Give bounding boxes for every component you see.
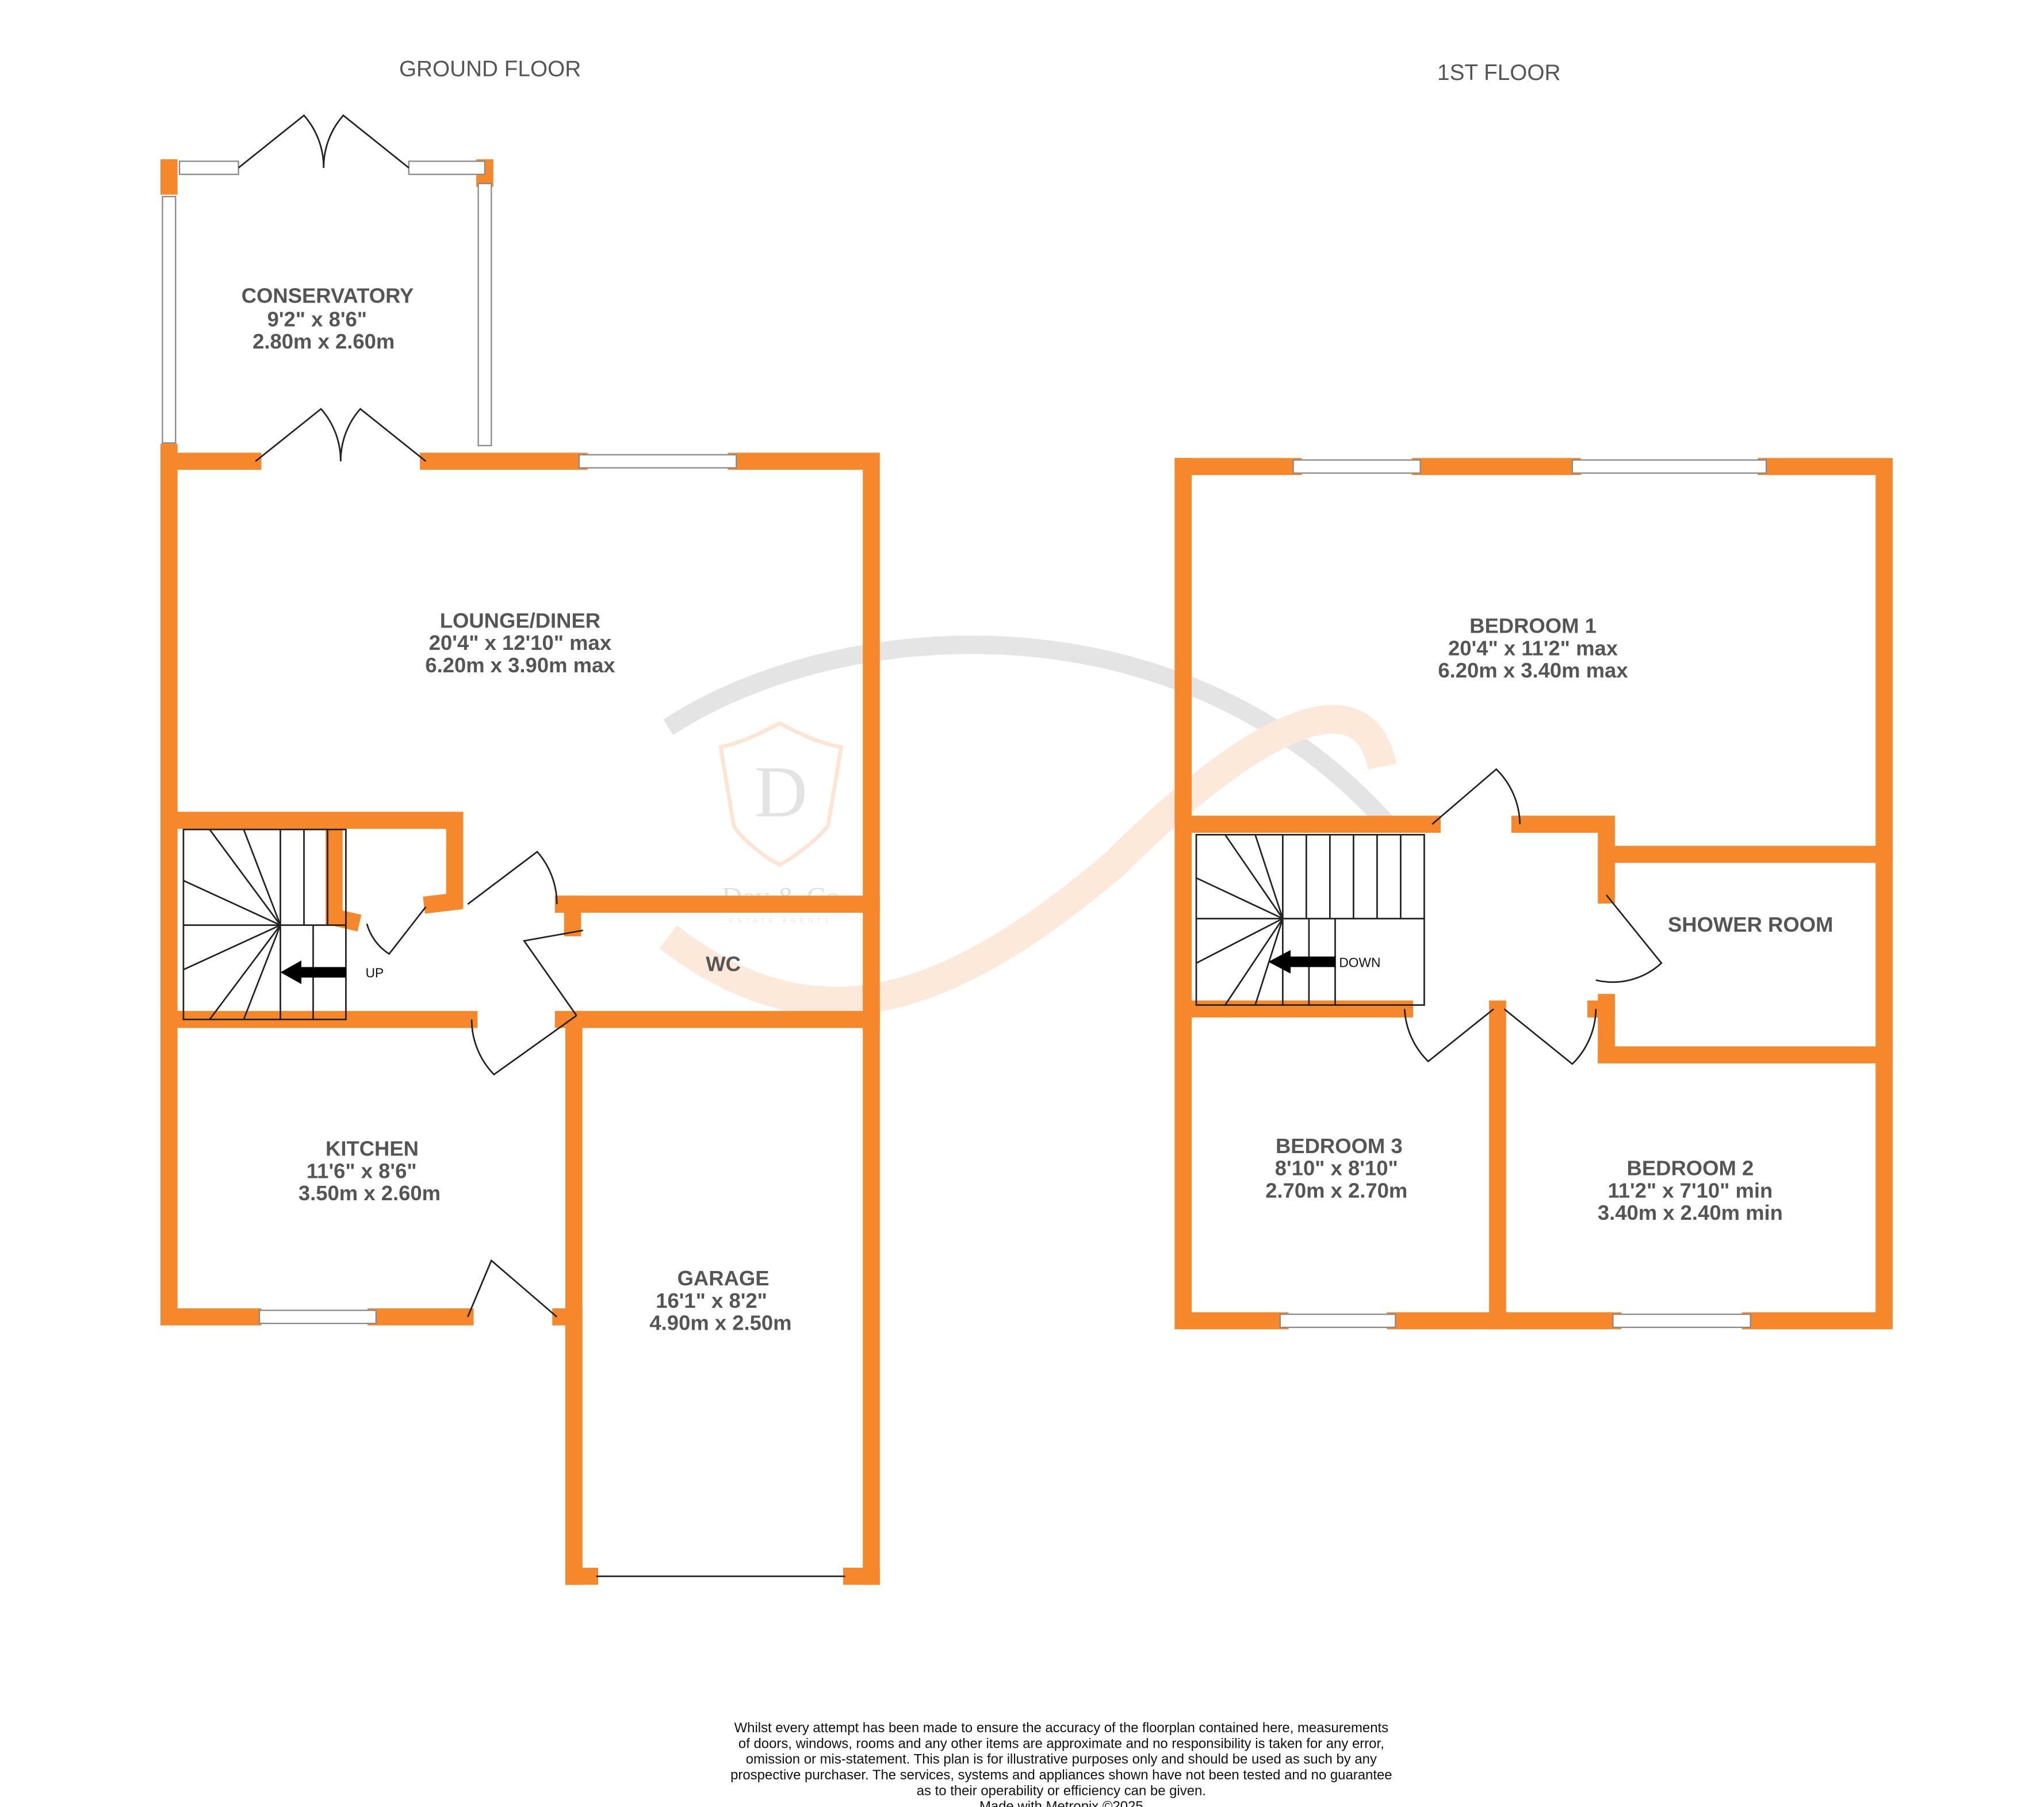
watermark-tagline: ESTATE AGENTS <box>729 917 833 924</box>
arrow-left-icon <box>280 960 346 985</box>
svg-text:11'6" x 8'6": 11'6" x 8'6" <box>307 1159 417 1182</box>
svg-text:3.50m x 2.60m: 3.50m x 2.60m <box>298 1181 441 1205</box>
svg-text:2.80m x 2.60m: 2.80m x 2.60m <box>252 330 395 353</box>
room-bedroom-3: BEDROOM 3 8'10" x 8'10" 2.70m x 2.70m <box>1265 1134 1407 1202</box>
watermark: D Day & Co ESTATE AGENTS <box>659 635 1397 1016</box>
svg-text:as to their operability or eff: as to their operability or efficiency ca… <box>917 1783 1206 1798</box>
room-bedroom-2: BEDROOM 2 11'2" x 7'10" min 3.40m x 2.40… <box>1598 1157 1783 1224</box>
room-conservatory: CONSERVATORY 9'2" x 8'6" 2.80m x 2.60m <box>242 284 414 353</box>
svg-text:Made with Metropix ©2025: Made with Metropix ©2025 <box>979 1799 1143 1807</box>
svg-text:LOUNGE/DINER: LOUNGE/DINER <box>440 608 600 632</box>
room-shower-room: SHOWER ROOM <box>1668 913 1833 936</box>
svg-text:9'2" x 8'6": 9'2" x 8'6" <box>267 307 367 331</box>
svg-text:CONSERVATORY: CONSERVATORY <box>242 284 414 307</box>
room-garage: GARAGE 16'1" x 8'2" 4.90m x 2.50m <box>649 1266 791 1334</box>
disclaimer: Whilst every attempt has been made to en… <box>730 1720 1392 1807</box>
svg-text:BEDROOM 3: BEDROOM 3 <box>1276 1134 1403 1158</box>
room-bedroom-1: BEDROOM 1 20'4" x 11'2" max 6.20m x 3.40… <box>1438 614 1628 682</box>
svg-text:KITCHEN: KITCHEN <box>326 1137 419 1161</box>
shield-icon <box>718 721 844 867</box>
svg-text:omission or mis-statement. Thi: omission or mis-statement. This plan is … <box>746 1752 1377 1767</box>
ground-floor-windows <box>162 160 845 1578</box>
svg-text:SHOWER ROOM: SHOWER ROOM <box>1668 913 1833 936</box>
first-floor-windows <box>1279 459 1767 1329</box>
svg-text:11'2" x 7'10" min: 11'2" x 7'10" min <box>1607 1178 1773 1202</box>
svg-text:BEDROOM 1: BEDROOM 1 <box>1469 614 1597 638</box>
room-lounge-diner: LOUNGE/DINER 20'4" x 12'10" max 6.20m x … <box>425 608 615 676</box>
svg-text:of doors, windows, rooms and a: of doors, windows, rooms and any other i… <box>738 1736 1384 1751</box>
svg-text:8'10" x 8'10": 8'10" x 8'10" <box>1275 1157 1398 1180</box>
svg-text:WC: WC <box>706 952 741 975</box>
svg-text:3.40m x 2.40m min: 3.40m x 2.40m min <box>1598 1201 1783 1224</box>
ground-floor-doors <box>238 114 584 1318</box>
ground-stairs <box>182 828 347 1020</box>
first-floor-doors <box>1403 768 1663 1065</box>
svg-text:4.90m x 2.50m: 4.90m x 2.50m <box>649 1311 791 1335</box>
svg-text:20'4" x 11'2" max: 20'4" x 11'2" max <box>1448 636 1618 660</box>
room-wc: WC <box>706 952 741 975</box>
ground-floor-title: GROUND FLOOR <box>399 56 581 81</box>
svg-text:GARAGE: GARAGE <box>677 1266 770 1290</box>
svg-text:16'1" x 8'2": 16'1" x 8'2" <box>656 1289 767 1312</box>
svg-text:prospective purchaser. The ser: prospective purchaser. The services, sys… <box>730 1767 1392 1783</box>
svg-text:Whilst every attempt has been: Whilst every attempt has been made to en… <box>734 1720 1389 1736</box>
arrow-left-icon <box>1268 950 1335 974</box>
ground-floor-walls <box>160 159 880 1585</box>
first-floor-plan: 1ST FLOOR <box>1174 60 1893 1330</box>
svg-text:6.20m x 3.90m max: 6.20m x 3.90m max <box>425 653 615 677</box>
svg-text:BEDROOM 2: BEDROOM 2 <box>1627 1157 1754 1180</box>
stairs-up-label: UP <box>366 966 384 981</box>
room-kitchen: KITCHEN 11'6" x 8'6" 3.50m x 2.60m <box>298 1137 441 1205</box>
first-floor-walls <box>1174 458 1893 1330</box>
svg-text:6.20m x 3.40m max: 6.20m x 3.40m max <box>1438 659 1628 682</box>
svg-text:2.70m x 2.70m: 2.70m x 2.70m <box>1265 1178 1407 1202</box>
watermark-orange-curve <box>659 705 1397 1016</box>
stairs-down-label: DOWN <box>1339 955 1380 970</box>
svg-text:20'4" x 12'10" max: 20'4" x 12'10" max <box>429 631 611 654</box>
first-floor-title: 1ST FLOOR <box>1437 60 1560 85</box>
first-stairs <box>1195 834 1425 1006</box>
ground-floor-plan: GROUND FLOOR <box>160 56 880 1585</box>
watermark-letter: D <box>755 751 807 832</box>
